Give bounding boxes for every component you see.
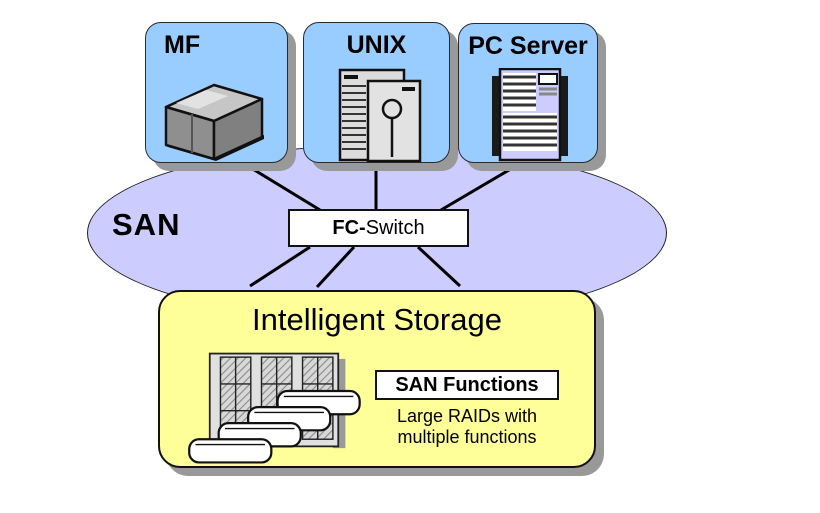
pc-server-icon [492,68,568,162]
connector-pc-switch [440,161,522,212]
san-functions-box: SAN Functions [375,370,559,400]
fc-switch-label-secondary: Switch [365,216,425,239]
caption-line-2: multiple functions [397,427,537,447]
caption-line-1: Large RAIDs with [396,406,538,426]
storage-title: Intelligent Storage [252,302,502,337]
fc-switch-box: FC-Switch [288,209,469,247]
host-node-unix: UNIX [303,22,450,163]
connector-mf-switch [242,161,321,212]
raid-storage-icon [188,352,361,464]
fc-switch-label-primary: FC- [332,216,366,239]
connector-switch-storage-1 [249,245,311,288]
san-label: SAN [112,207,181,242]
intelligent-storage-box: Intelligent Storage [158,290,596,468]
host-label-unix: UNIX [346,31,407,59]
host-label-pc: PC Server [468,32,588,60]
host-label-mf: MF [164,31,201,59]
mainframe-icon [164,83,264,161]
host-node-pc: PC Server [458,23,598,163]
connector-switch-storage-2 [315,245,356,289]
san-functions-caption: Large RAIDs with multiple functions [371,406,563,448]
host-node-mf: MF [145,22,288,163]
san-functions-label: SAN Functions [395,373,539,396]
unix-server-icon [338,68,422,163]
connector-switch-storage-3 [416,245,462,288]
